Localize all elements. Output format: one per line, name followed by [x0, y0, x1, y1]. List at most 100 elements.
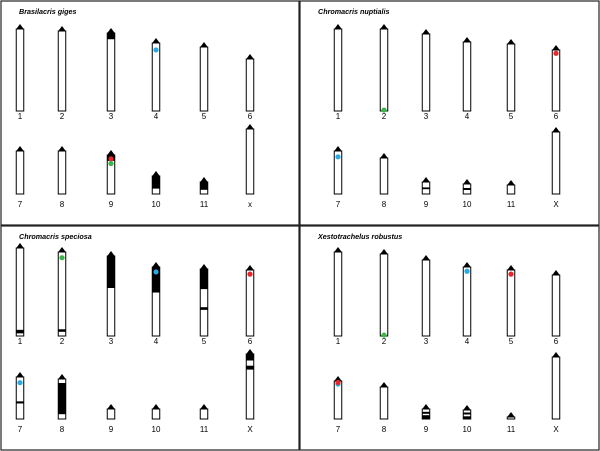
chromosome-10: 10 — [152, 404, 161, 434]
centromere — [552, 127, 560, 132]
heterochromatin-band — [463, 416, 471, 419]
chromosome-label: 7 — [336, 200, 341, 209]
panel-frame — [299, 0, 600, 226]
centromere — [334, 146, 342, 151]
chromosome-arm — [506, 269, 516, 337]
chromosome-arm — [57, 150, 67, 195]
chromosome-label: 5 — [202, 337, 207, 346]
chromosome-label: 3 — [424, 337, 429, 346]
chromosome-arm — [245, 269, 255, 337]
chromosome-3: 3 — [106, 28, 116, 121]
chromosome-11: 11 — [199, 177, 209, 209]
chromosome-8: 8 — [379, 382, 389, 434]
signal-green — [59, 255, 65, 261]
chromosome-label: 8 — [382, 425, 387, 434]
signal-blue — [464, 268, 470, 274]
centromere — [246, 349, 254, 354]
chromosome-9: 9 — [106, 404, 116, 434]
signal-green — [381, 332, 387, 338]
centromere — [380, 24, 388, 29]
chromosome-label: 8 — [60, 200, 65, 209]
heterochromatin-band — [107, 33, 115, 40]
chromosome-label: 10 — [463, 425, 472, 434]
centromere — [422, 177, 430, 182]
heterochromatin-band — [58, 329, 66, 332]
chromosome-X: X — [551, 352, 561, 434]
heterochromatin-band — [107, 256, 115, 288]
chromosome-11: 11 — [506, 180, 516, 209]
heterochromatin-band — [246, 354, 254, 361]
chromosome-6: 6 — [551, 270, 561, 346]
chromosome-label: X — [553, 425, 559, 434]
chromosome-8: 8 — [57, 374, 67, 434]
chromosome-arm — [15, 28, 25, 112]
chromosome-arm — [462, 41, 472, 112]
centromere — [463, 262, 471, 267]
panel-frame — [0, 225, 300, 451]
chromosome-2: 2 — [379, 24, 389, 121]
chromosome-label: 8 — [382, 200, 387, 209]
species-title: Chromacris nuptialis — [318, 7, 390, 16]
chromosome-label: 1 — [336, 337, 341, 346]
centromere — [507, 180, 515, 185]
chromosome-arm — [551, 131, 561, 195]
chromosome-label: 10 — [152, 425, 161, 434]
chromosome-label: 10 — [152, 200, 161, 209]
chromosome-label: 5 — [509, 337, 514, 346]
chromosome-label: 2 — [60, 337, 65, 346]
chromosome-label: 7 — [18, 200, 23, 209]
chromosome-label: 6 — [554, 112, 559, 121]
chromosome-label: 11 — [507, 425, 516, 434]
chromosome-label: 9 — [109, 200, 114, 209]
chromosome-X: X — [245, 349, 255, 434]
chromosome-arm — [245, 58, 255, 112]
centromere — [552, 45, 560, 50]
chromosome-2: 2 — [57, 247, 67, 346]
chromosome-label: 11 — [507, 200, 516, 209]
signal-green — [381, 107, 387, 113]
signal-red — [508, 271, 514, 277]
chromosome-3: 3 — [421, 255, 431, 346]
panel-frame — [0, 0, 300, 226]
chromosome-label: 4 — [465, 112, 470, 121]
chromosome-label: 1 — [18, 112, 23, 121]
chromosome-label: 6 — [248, 337, 253, 346]
chromosome-1: 1 — [333, 24, 343, 121]
centromere — [58, 146, 66, 151]
chromosome-7: 7 — [333, 376, 343, 434]
chromosome-2: 2 — [379, 249, 389, 346]
chromosome-label: 6 — [248, 112, 253, 121]
chromosome-arm — [151, 42, 161, 112]
centromere — [16, 24, 24, 29]
heterochromatin-band — [422, 415, 430, 419]
signal-green — [108, 160, 114, 167]
chromosome-arm — [106, 32, 116, 112]
centromere — [507, 39, 515, 44]
chromosome-x: x — [245, 124, 255, 209]
chromosome-5: 5 — [506, 265, 516, 346]
signal-red — [553, 50, 559, 56]
centromere — [463, 179, 471, 184]
centromere — [552, 270, 560, 275]
chromosome-3: 3 — [106, 251, 116, 346]
centromere — [107, 150, 115, 155]
chromosome-arm — [421, 33, 431, 112]
chromosome-label: 9 — [109, 425, 114, 434]
chromosome-arm — [506, 184, 516, 195]
chromosome-arm — [57, 30, 67, 112]
chromosome-label: 10 — [463, 200, 472, 209]
heterochromatin-band — [200, 269, 208, 290]
chromosome-11: 11 — [199, 404, 209, 434]
centromere — [200, 264, 208, 269]
chromosome-5: 5 — [199, 42, 209, 121]
chromosome-arm — [506, 416, 516, 420]
chromosome-arm — [506, 43, 516, 112]
chromosome-6: 6 — [245, 54, 255, 121]
chromosome-arm — [57, 251, 67, 337]
chromosome-arm — [379, 157, 389, 195]
chromosome-arm — [379, 386, 389, 420]
chromosome-5: 5 — [506, 39, 516, 121]
chromosome-7: 7 — [15, 146, 25, 209]
panel-frame — [299, 225, 600, 451]
